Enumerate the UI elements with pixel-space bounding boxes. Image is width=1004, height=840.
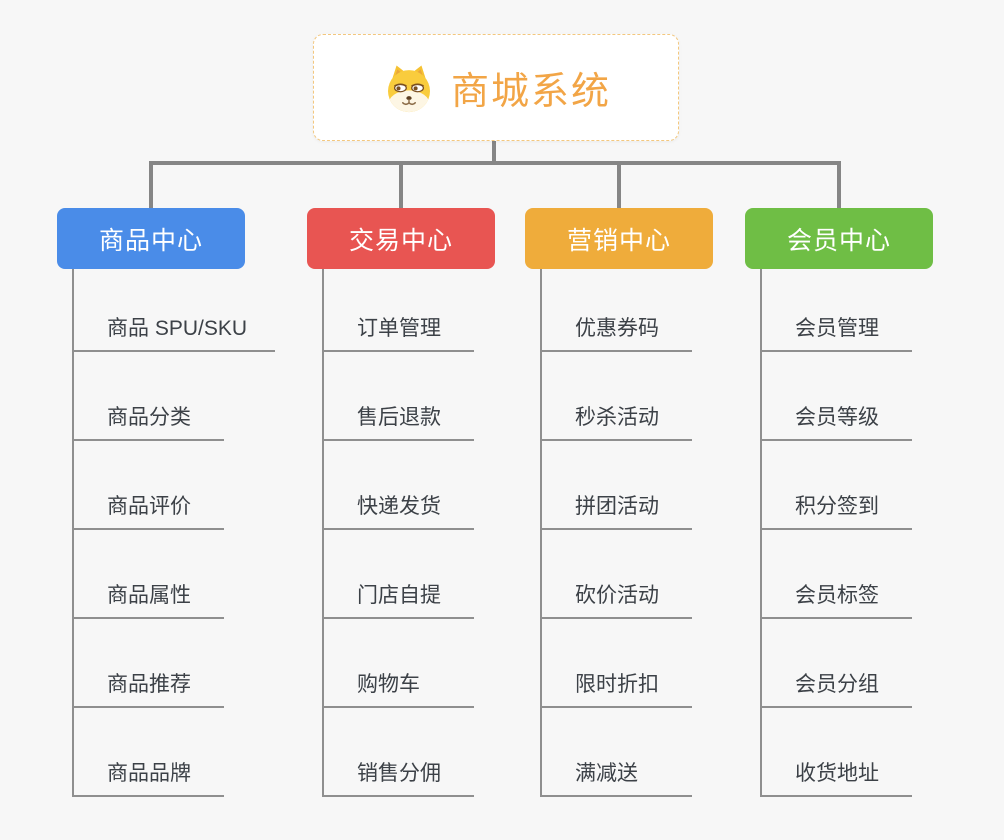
- leaf-node[interactable]: 拼团活动: [540, 441, 692, 530]
- branch-items-product: 商品 SPU/SKU 商品分类 商品评价 商品属性 商品推荐 商品品牌: [72, 269, 276, 797]
- leaf-node[interactable]: 积分签到: [760, 441, 912, 530]
- branch-member-center: 会员中心 会员管理 会员等级 积分签到 会员标签 会员分组 收货地址: [745, 208, 933, 797]
- leaf-node[interactable]: 商品 SPU/SKU: [72, 269, 276, 352]
- branch-items-marketing: 优惠券码 秒杀活动 拼团活动 砍价活动 限时折扣 满减送: [540, 269, 713, 797]
- branch-node-marketing[interactable]: 营销中心: [525, 208, 713, 269]
- connector-root-stem: [492, 140, 496, 162]
- branch-product-center: 商品中心 商品 SPU/SKU 商品分类 商品评价 商品属性 商品推荐 商品品牌: [57, 208, 276, 797]
- connector-drop-member: [837, 162, 841, 208]
- leaf-node[interactable]: 会员分组: [760, 619, 912, 708]
- branch-items-trade: 订单管理 售后退款 快递发货 门店自提 购物车 销售分佣: [322, 269, 495, 797]
- leaf-node[interactable]: 限时折扣: [540, 619, 692, 708]
- leaf-node[interactable]: 优惠券码: [540, 269, 692, 352]
- leaf-node[interactable]: 购物车: [322, 619, 474, 708]
- leaf-node[interactable]: 商品属性: [72, 530, 224, 619]
- leaf-node[interactable]: 订单管理: [322, 269, 474, 352]
- branch-marketing-center: 营销中心 优惠券码 秒杀活动 拼团活动 砍价活动 限时折扣 满减送: [525, 208, 713, 797]
- branch-items-member: 会员管理 会员等级 积分签到 会员标签 会员分组 收货地址: [760, 269, 933, 797]
- leaf-node[interactable]: 会员标签: [760, 530, 912, 619]
- connector-drop-trade: [399, 162, 403, 208]
- branch-node-product[interactable]: 商品中心: [57, 208, 245, 269]
- leaf-node[interactable]: 会员等级: [760, 352, 912, 441]
- branch-trade-center: 交易中心 订单管理 售后退款 快递发货 门店自提 购物车 销售分佣: [307, 208, 495, 797]
- leaf-node[interactable]: 快递发货: [322, 441, 474, 530]
- leaf-node[interactable]: 销售分佣: [322, 708, 474, 797]
- branch-node-trade[interactable]: 交易中心: [307, 208, 495, 269]
- leaf-node[interactable]: 商品分类: [72, 352, 224, 441]
- connector-drop-product: [149, 162, 153, 208]
- leaf-node[interactable]: 满减送: [540, 708, 692, 797]
- leaf-node[interactable]: 商品推荐: [72, 619, 224, 708]
- connector-drop-marketing: [617, 162, 621, 208]
- root-node[interactable]: 商城系统: [313, 34, 679, 141]
- leaf-node[interactable]: 售后退款: [322, 352, 474, 441]
- leaf-node[interactable]: 砍价活动: [540, 530, 692, 619]
- leaf-node[interactable]: 秒杀活动: [540, 352, 692, 441]
- shiba-dog-icon: [387, 64, 430, 112]
- leaf-node[interactable]: 商品品牌: [72, 708, 224, 797]
- connector-horizontal-bar: [149, 161, 841, 165]
- leaf-node[interactable]: 商品评价: [72, 441, 224, 530]
- branch-node-member[interactable]: 会员中心: [745, 208, 933, 269]
- leaf-node[interactable]: 收货地址: [760, 708, 912, 797]
- root-title: 商城系统: [450, 71, 611, 113]
- leaf-node[interactable]: 会员管理: [760, 269, 912, 352]
- leaf-node[interactable]: 门店自提: [322, 530, 474, 619]
